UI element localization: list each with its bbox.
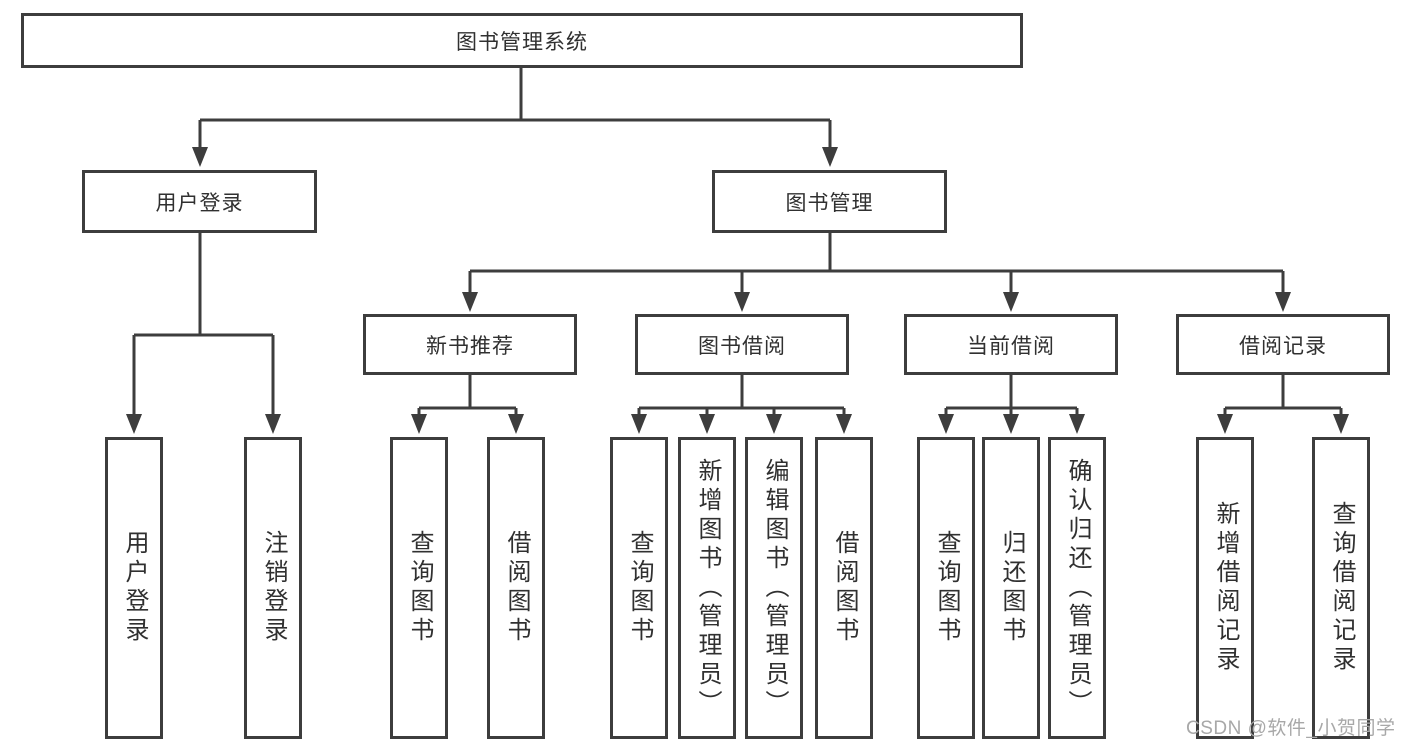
node-user-login-leaf: 用户登录 xyxy=(105,437,163,739)
node-library-management-system: 图书管理系统 xyxy=(21,13,1023,68)
node-book-management-module: 图书管理 xyxy=(712,170,947,233)
csdn-watermark: CSDN @软件_小贺同学 xyxy=(1186,718,1396,739)
node-label: 借阅图书 xyxy=(503,530,530,646)
node-book-borrowing: 图书借阅 xyxy=(635,314,849,375)
node-label: 查询图书 xyxy=(933,530,960,646)
node-user-login-module: 用户登录 xyxy=(82,170,317,233)
node-logout: 注销登录 xyxy=(244,437,302,739)
node-new-book-recommendation: 新书推荐 xyxy=(363,314,577,375)
node-label: 图书管理系统 xyxy=(456,30,588,54)
node-borrow-books-2: 借阅图书 xyxy=(815,437,873,739)
node-label: 新增图书（管理员） xyxy=(694,457,721,719)
node-edit-books-admin: 编辑图书（管理员） xyxy=(745,437,803,739)
node-label: 图书借阅 xyxy=(698,334,786,358)
node-query-books-1: 查询图书 xyxy=(390,437,448,739)
node-label: 图书管理 xyxy=(785,191,874,215)
node-return-books: 归还图书 xyxy=(982,437,1040,739)
node-confirm-return-admin: 确认归还（管理员） xyxy=(1048,437,1106,739)
node-label: 当前借阅 xyxy=(967,334,1055,358)
node-label: 新书推荐 xyxy=(426,334,514,358)
node-add-borrow-record: 新增借阅记录 xyxy=(1196,437,1254,739)
node-label: 用户登录 xyxy=(121,530,148,646)
node-borrow-books-1: 借阅图书 xyxy=(487,437,545,739)
node-label: 注销登录 xyxy=(260,530,287,646)
node-label: 归还图书 xyxy=(998,530,1025,646)
node-query-books-3: 查询图书 xyxy=(917,437,975,739)
node-query-books-2: 查询图书 xyxy=(610,437,668,739)
node-query-borrow-record: 查询借阅记录 xyxy=(1312,437,1370,739)
node-label: 查询借阅记录 xyxy=(1328,501,1355,675)
node-label: 确认归还（管理员） xyxy=(1064,457,1091,719)
node-borrowing-records: 借阅记录 xyxy=(1176,314,1390,375)
node-add-books-admin: 新增图书（管理员） xyxy=(678,437,736,739)
node-label: 新增借阅记录 xyxy=(1212,501,1239,675)
node-label: 查询图书 xyxy=(626,530,653,646)
node-label: 查询图书 xyxy=(406,530,433,646)
arrowhead-icons xyxy=(126,147,1349,434)
node-current-borrowing: 当前借阅 xyxy=(904,314,1118,375)
node-label: 借阅图书 xyxy=(831,530,858,646)
node-label: 编辑图书（管理员） xyxy=(761,457,788,719)
node-label: 借阅记录 xyxy=(1239,334,1327,358)
node-label: 用户登录 xyxy=(155,191,244,215)
